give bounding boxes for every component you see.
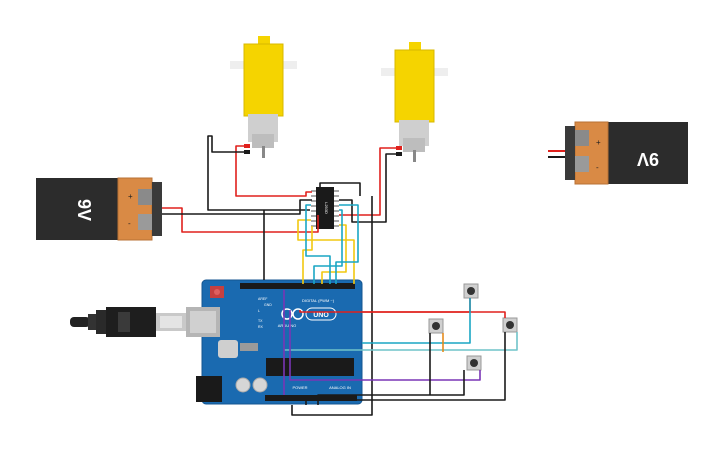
wire-red-battery-left[interactable]: [162, 207, 319, 233]
pushbutton-3[interactable]: [502, 317, 518, 333]
l293d-label: L293D: [324, 202, 329, 214]
wire-yellow-2[interactable]: [321, 224, 347, 284]
wire-black-battery-left[interactable]: [162, 199, 312, 215]
wire-red-motor-right[interactable]: [339, 147, 396, 216]
wire-cyan-button[interactable]: [362, 298, 471, 344]
pushbutton-2[interactable]: [428, 318, 444, 334]
arduino-uno-board[interactable]: UNO ARDUINO DIGITAL (PWM ~) POWER ANALOG…: [186, 279, 363, 405]
battery-right-label: 9V: [637, 149, 659, 169]
arduino-gnd: GND: [264, 303, 272, 307]
l293d-driver-ic[interactable]: L293D: [311, 187, 339, 229]
arduino-model: UNO: [313, 312, 329, 319]
wire-black-motor-left[interactable]: [207, 135, 310, 211]
dc-motor-left[interactable]: [230, 36, 297, 158]
battery-left[interactable]: 9V + -: [36, 177, 162, 241]
wire-red-button[interactable]: [362, 311, 506, 318]
wire-black-long[interactable]: [291, 196, 373, 416]
pushbutton-1[interactable]: [463, 283, 479, 299]
dc-motor-right[interactable]: [381, 42, 448, 162]
wire-black-motor-right[interactable]: [339, 153, 396, 223]
arduino-aref: AREF: [258, 297, 267, 301]
arduino-brand: ARDUINO: [278, 323, 296, 328]
wire-black-gnd-2[interactable]: [317, 370, 465, 405]
wire-black-gnd-buttons[interactable]: [305, 332, 506, 405]
arduino-l: L: [258, 309, 260, 313]
wire-purple-button-1[interactable]: [289, 310, 481, 381]
battery-right[interactable]: 9V + -: [548, 121, 688, 185]
wire-cyan-1[interactable]: [335, 204, 359, 284]
arduino-digital-label: DIGITAL (PWM ~): [302, 298, 335, 303]
wire-yellow-3[interactable]: [302, 226, 313, 284]
arduino-analog-label: ANALOG IN: [329, 385, 351, 390]
battery-right-minus: -: [596, 163, 599, 172]
wire-red-motor-left[interactable]: [235, 145, 312, 197]
wire-cyan-3[interactable]: [313, 209, 343, 284]
battery-left-label: 9V: [74, 199, 94, 221]
arduino-rx: RX: [258, 325, 264, 329]
battery-left-plus: +: [128, 192, 133, 201]
battery-right-plus: +: [596, 138, 601, 147]
pushbutton-4[interactable]: [466, 355, 482, 371]
wire-yellow-1[interactable]: [297, 219, 355, 284]
usb-cable[interactable]: [70, 307, 186, 337]
arduino-tx: TX: [258, 319, 263, 323]
wire-teal-button[interactable]: [284, 332, 518, 351]
arduino-power-label: POWER: [292, 385, 307, 390]
battery-left-minus: -: [128, 219, 131, 228]
wire-black-chip-top[interactable]: [319, 182, 361, 196]
